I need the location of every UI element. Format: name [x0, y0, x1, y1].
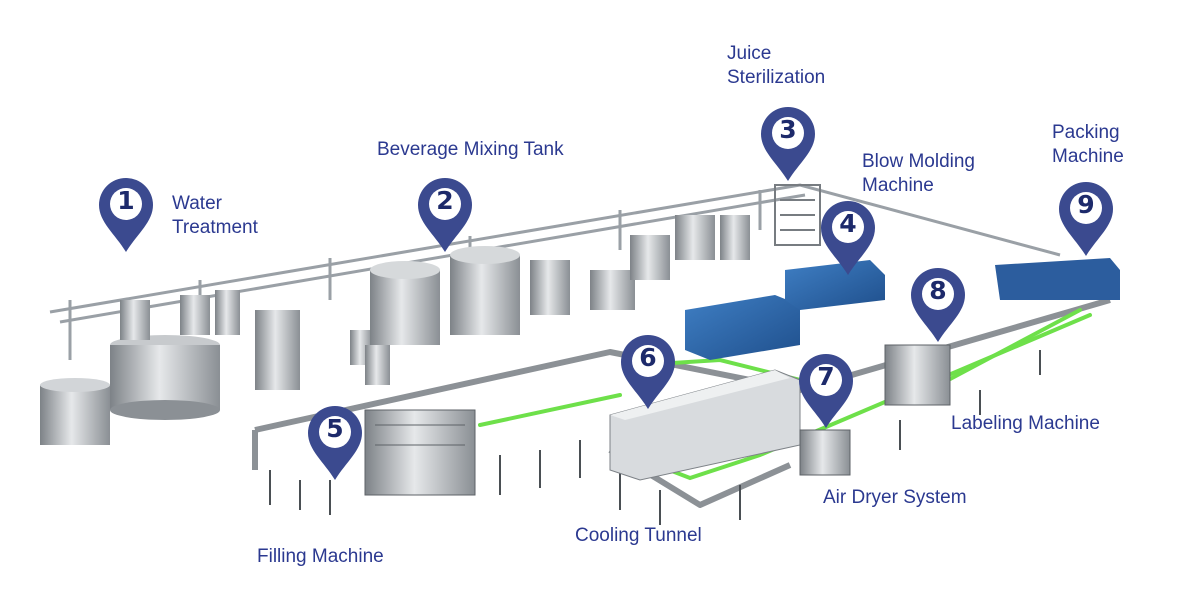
station-label-7: Air Dryer System [823, 487, 967, 508]
support-legs [269, 350, 1041, 525]
station-pin-5: 5 [305, 404, 365, 482]
station-label-8: Labeling Machine [951, 413, 1100, 434]
station-label-6: Cooling Tunnel [575, 525, 702, 546]
station-pin-3: 3 [758, 105, 818, 183]
filling-machine-unit [364, 409, 476, 496]
blue-machines [685, 258, 1120, 360]
station-pin-2: 2 [415, 176, 475, 254]
mixing-tanks [370, 215, 750, 345]
station-pin-8: 8 [908, 266, 968, 344]
station-label-5: Filling Machine [257, 546, 384, 567]
station-pin-4: 4 [818, 199, 878, 277]
sterilization-unit [774, 184, 821, 246]
station-pin-7: 7 [796, 352, 856, 430]
cooling-tunnel-unit [609, 369, 801, 481]
station-pin-1: 1 [96, 176, 156, 254]
station-pin-6: 6 [618, 333, 678, 411]
air-dryer-and-labeler-units [799, 344, 951, 476]
station-label-2: Beverage Mixing Tank [377, 139, 564, 160]
water-treatment-equipment [40, 290, 390, 445]
station-pin-9: 9 [1056, 180, 1116, 258]
